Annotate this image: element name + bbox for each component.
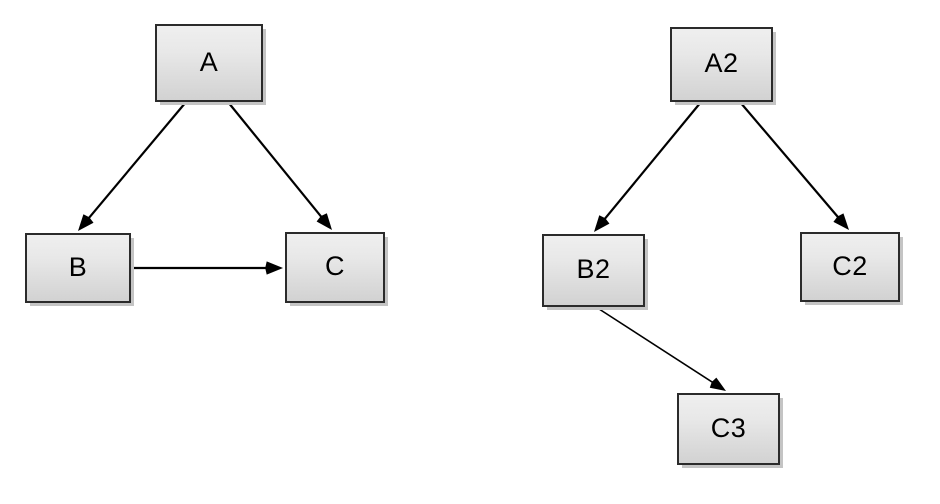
node-c3[interactable]: C3 [677,393,780,465]
node-a2[interactable]: A2 [670,27,773,102]
node-b[interactable]: B [25,233,131,303]
node-label: C3 [710,412,747,443]
node-label: C2 [832,250,868,281]
edge-a-to-c [227,101,332,230]
arrowhead [265,261,283,275]
edge-b-to-c [133,261,283,275]
node-c[interactable]: C [285,232,385,303]
node-label: A2 [704,48,739,78]
edge-a-to-b [78,101,187,231]
node-c2[interactable]: C2 [800,232,900,302]
arrowhead [316,213,332,230]
edge-b2-to-c3 [595,306,726,391]
arrowhead [594,215,610,232]
node-b2[interactable]: B2 [542,234,645,307]
arrowhead [833,213,849,230]
node-label: A [199,46,219,77]
node-a[interactable]: A [155,24,263,102]
arrowhead [709,377,726,391]
edge-a2-to-b2 [594,101,702,232]
node-label: B [68,251,88,282]
edge-a2-to-c2 [739,101,849,230]
node-label: C [325,251,345,281]
arrowhead [78,214,94,231]
node-label: B2 [576,254,611,284]
